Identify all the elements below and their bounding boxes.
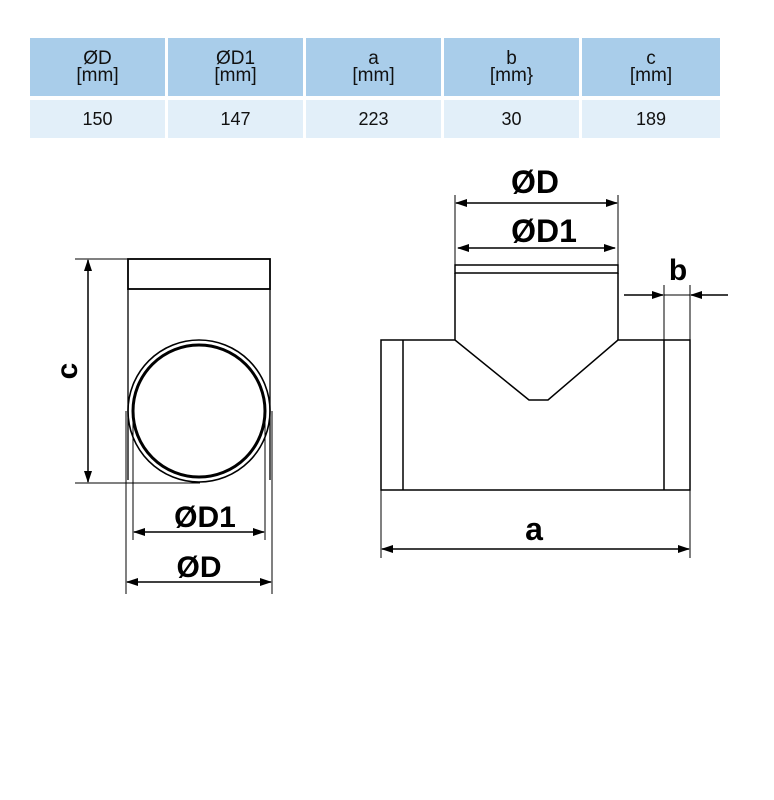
front-d1-label: ØD1 [511,213,577,249]
value-a: 223 [306,100,444,138]
header-name: ØD [83,48,112,69]
table-header-row: ØD [mm] ØD1 [mm] a [mm] b [mm} c [mm] [30,38,720,100]
header-name: b [506,48,517,69]
b-label: b [669,254,687,287]
header-unit: [mm] [352,65,395,86]
value-c: 189 [582,100,720,138]
value-diameter-d1: 147 [168,100,306,138]
outer-circle [127,339,271,483]
header-unit: [mm] [214,65,257,86]
header-unit: [mm] [629,65,673,86]
body-outline [380,339,691,491]
c-label: c [51,363,84,380]
top-stub-ring [454,264,619,274]
header-unit: [mm] [76,65,119,86]
outlet-stub [127,258,271,290]
side-d1-label: ØD1 [174,501,236,534]
dimensions-table: ØD [mm] ØD1 [mm] a [mm] b [mm} c [mm] 15… [30,38,720,138]
inner-circle [131,343,267,479]
header-c: c [mm] [582,38,720,100]
front-view [380,195,728,558]
header-diameter-d: ØD [mm] [30,38,168,100]
front-d-label: ØD [511,164,559,200]
header-a: a [mm] [306,38,444,100]
header-name: a [368,48,379,69]
header-name: c [646,48,656,69]
side-d-label: ØD [177,551,222,584]
header-b: b [mm} [444,38,582,100]
value-b: 30 [444,100,582,138]
side-view [75,258,273,594]
header-diameter-d1: ØD1 [mm] [168,38,306,100]
header-unit: [mm} [489,65,534,86]
value-diameter-d: 150 [30,100,168,138]
header-name: ØD1 [215,48,256,69]
table-row: 150 147 223 30 189 [30,100,720,138]
a-label: a [525,511,543,547]
